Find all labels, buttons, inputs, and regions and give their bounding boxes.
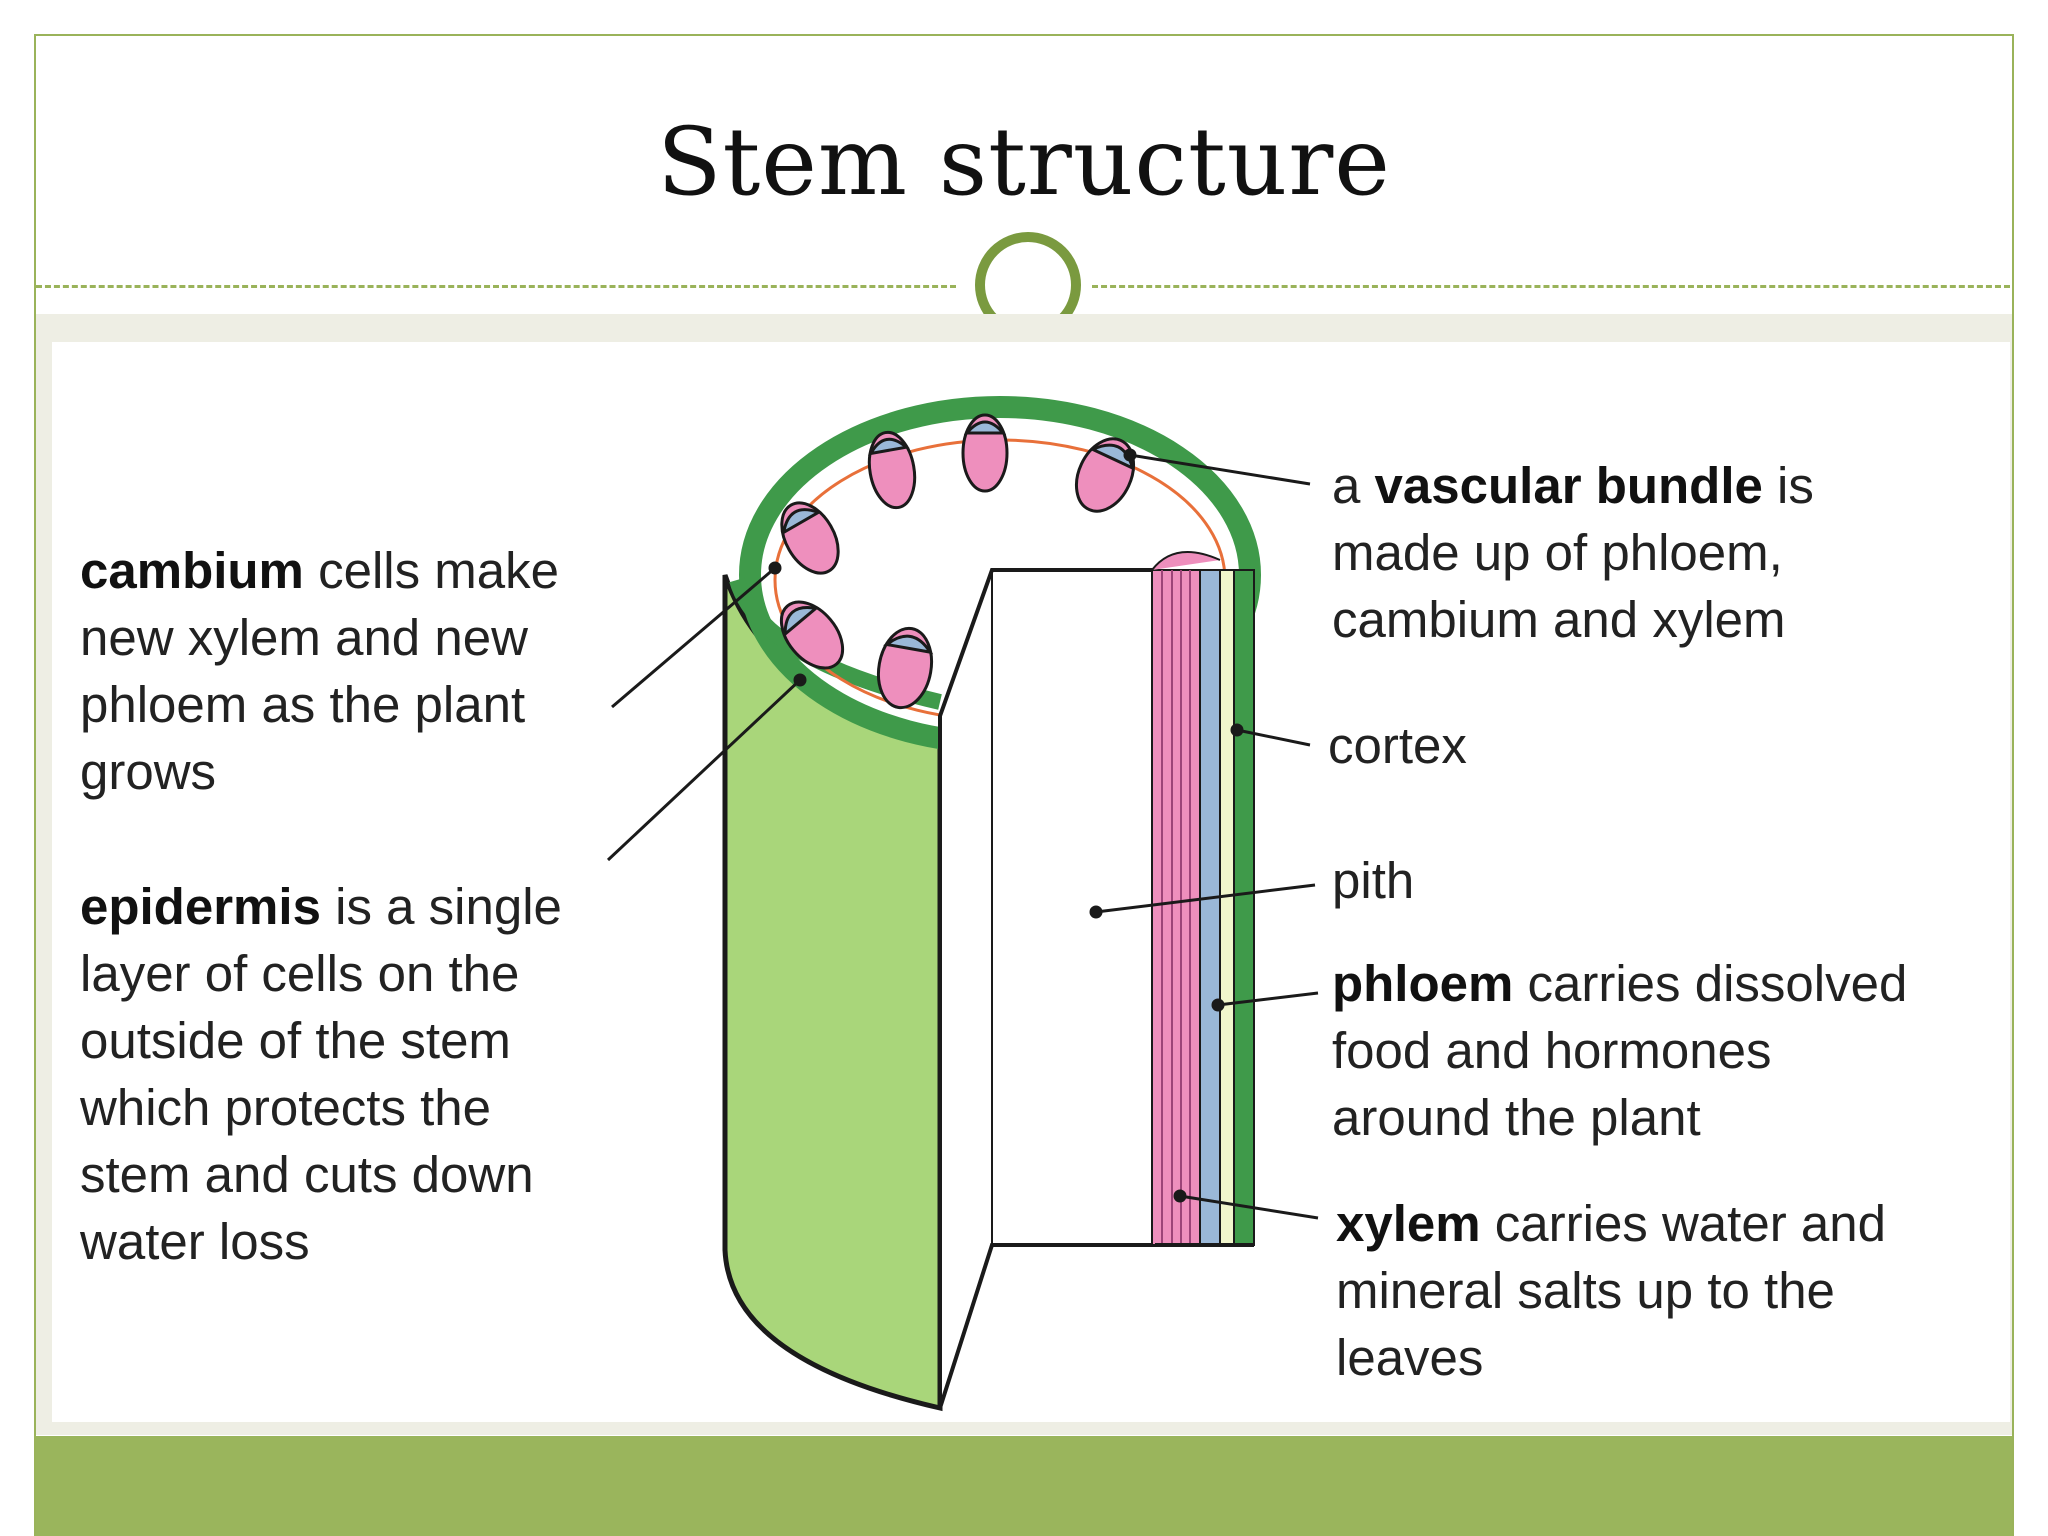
pith-label: pith	[1332, 847, 1414, 914]
epidermis-line-1: is a single	[320, 878, 562, 935]
xylem-label: xylem carries water and mineral salts up…	[1336, 1190, 1886, 1391]
epidermis-label: epidermis is a single layer of cells on …	[80, 873, 562, 1275]
cambium-pointer	[611, 566, 776, 709]
phloem-strip	[1199, 569, 1221, 1246]
xylem-term: xylem	[1336, 1195, 1481, 1252]
phloem-line-3: around the plant	[1332, 1089, 1701, 1146]
epidermis-pointer	[606, 678, 802, 862]
vascular-bundle-label: a vascular bundle is made up of phloem, …	[1332, 452, 1814, 653]
pith-text: pith	[1332, 852, 1415, 909]
title-divider-left	[36, 285, 956, 288]
vascular-bundle-line-3: cambium and xylem	[1332, 591, 1786, 648]
vascular-bundles-top	[779, 413, 1136, 710]
cortex-strip	[1219, 569, 1235, 1246]
phloem-label: phloem carries dissolved food and hormon…	[1332, 950, 1907, 1151]
vascular-bundle-line-1: is	[1762, 457, 1814, 514]
phloem-line-1: carries dissolved	[1513, 955, 1908, 1012]
vascular-bundle-pre: a	[1332, 457, 1375, 514]
epidermis-strip	[1233, 569, 1255, 1246]
slide-title: Stem structure	[657, 108, 1391, 217]
epidermis-line-5: stem and cuts down	[80, 1146, 534, 1203]
epidermis-line-2: layer of cells on the	[80, 945, 520, 1002]
xylem-pointer	[1179, 1194, 1319, 1220]
cambium-label: cambium cells make new xylem and new phl…	[80, 537, 559, 805]
footer-bar	[36, 1436, 2012, 1536]
epidermis-line-4: which protects the	[80, 1079, 492, 1136]
phloem-line-2: food and hormones	[1332, 1022, 1772, 1079]
title-divider-right	[1092, 285, 2010, 288]
cortex-text: cortex	[1328, 717, 1467, 774]
vascular-bundle-term: vascular bundle	[1374, 457, 1763, 514]
cortex-pointer	[1236, 728, 1311, 747]
epidermis-line-3: outside of the stem	[80, 1012, 511, 1069]
pith-cutaway	[938, 568, 1157, 1409]
phloem-term: phloem	[1332, 955, 1514, 1012]
epidermis-term: epidermis	[80, 878, 321, 935]
xylem-line-1: carries water and	[1480, 1195, 1886, 1252]
vascular-bundle-pointer	[1129, 453, 1311, 486]
pointer-lines	[606, 448, 1319, 1220]
epidermis-line-6: water loss	[80, 1213, 310, 1270]
cambium-line-4: grows	[80, 743, 217, 800]
xylem-vessel-lines	[1161, 570, 1191, 1245]
xylem-line-3: leaves	[1336, 1329, 1484, 1386]
pith-pointer	[1095, 883, 1316, 914]
cortex-label: cortex	[1328, 712, 1467, 779]
xylem-line-2: mineral salts up to the	[1336, 1262, 1835, 1319]
cambium-line-2: new xylem and new	[80, 609, 528, 666]
cambium-line-3: phloem as the plant	[80, 676, 526, 733]
cambium-term: cambium	[80, 542, 304, 599]
phloem-pointer	[1217, 991, 1319, 1007]
xylem-strip	[1151, 569, 1201, 1246]
vascular-bundle-line-2: made up of phloem,	[1332, 524, 1783, 581]
cambium-line-1: cells make	[303, 542, 559, 599]
